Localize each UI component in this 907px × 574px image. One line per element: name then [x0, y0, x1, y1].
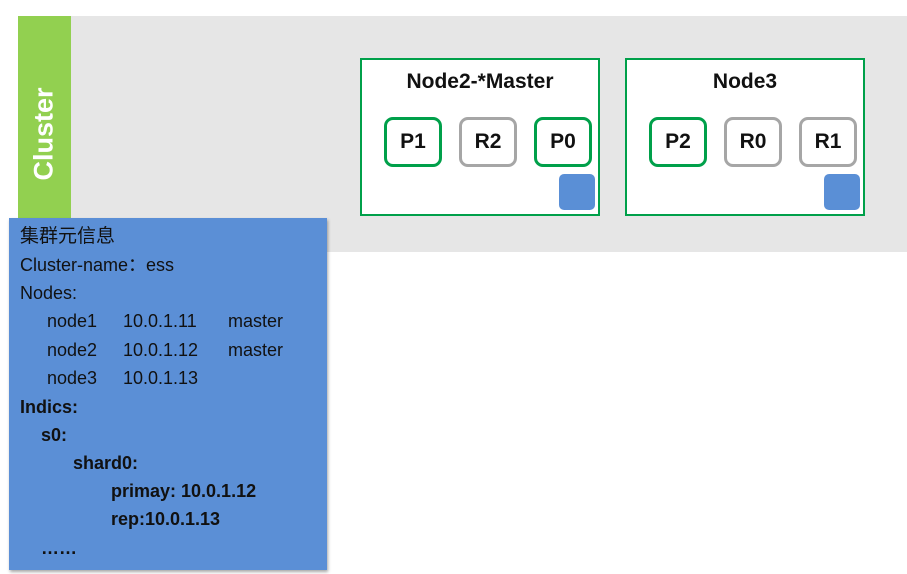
replica-location: rep:10.0.1.13 — [111, 509, 221, 529]
shard-r2: R2 — [459, 117, 517, 167]
node-ip: 10.0.1.11 — [123, 311, 197, 331]
node-row-node3: node3 10.0.1.13 — [47, 366, 228, 390]
node-role: master — [228, 311, 284, 331]
cluster-name: Cluster-name：ess — [20, 255, 175, 275]
shard-p0: P0 — [534, 117, 592, 167]
node3-metadata-chip — [824, 174, 860, 210]
node-name: node3 — [47, 368, 98, 388]
node-name: node2 — [47, 340, 98, 360]
indics-label: Indics: — [20, 397, 79, 417]
node3-box: Node3 P2 R0 R1 — [625, 58, 865, 216]
node-row-node2: node2 10.0.1.12 master — [47, 338, 283, 362]
shard-p2: P2 — [649, 117, 707, 167]
shard-r1: R1 — [799, 117, 857, 167]
cluster-label: Cluster — [28, 87, 59, 181]
cluster-tab — [18, 16, 71, 221]
primary-location: primay: 10.0.1.12 — [111, 481, 257, 501]
node-name: node1 — [47, 311, 98, 331]
node2-title: Node2-*Master — [406, 70, 554, 93]
metadata-title: 集群元信息 — [20, 225, 116, 247]
node-ip: 10.0.1.12 — [123, 340, 199, 360]
shard-p1: P1 — [384, 117, 442, 167]
node-ip: 10.0.1.13 — [123, 368, 199, 388]
nodes-label: Nodes: — [20, 283, 78, 303]
cluster-metadata-panel: 集群元信息 Cluster-name：ess Nodes: node1 10.0.… — [9, 218, 327, 570]
shard-name: shard0: — [73, 453, 139, 473]
index-name: s0: — [41, 425, 68, 445]
node-role: master — [228, 340, 284, 360]
shard-r0: R0 — [724, 117, 782, 167]
node3-title: Node3 — [712, 70, 778, 93]
ellipsis: …… — [41, 538, 77, 558]
node2-metadata-chip — [559, 174, 595, 210]
node2-box: Node2-*Master P1 R2 P0 — [360, 58, 600, 216]
node-row-node1: node1 10.0.1.11 master — [47, 309, 283, 333]
